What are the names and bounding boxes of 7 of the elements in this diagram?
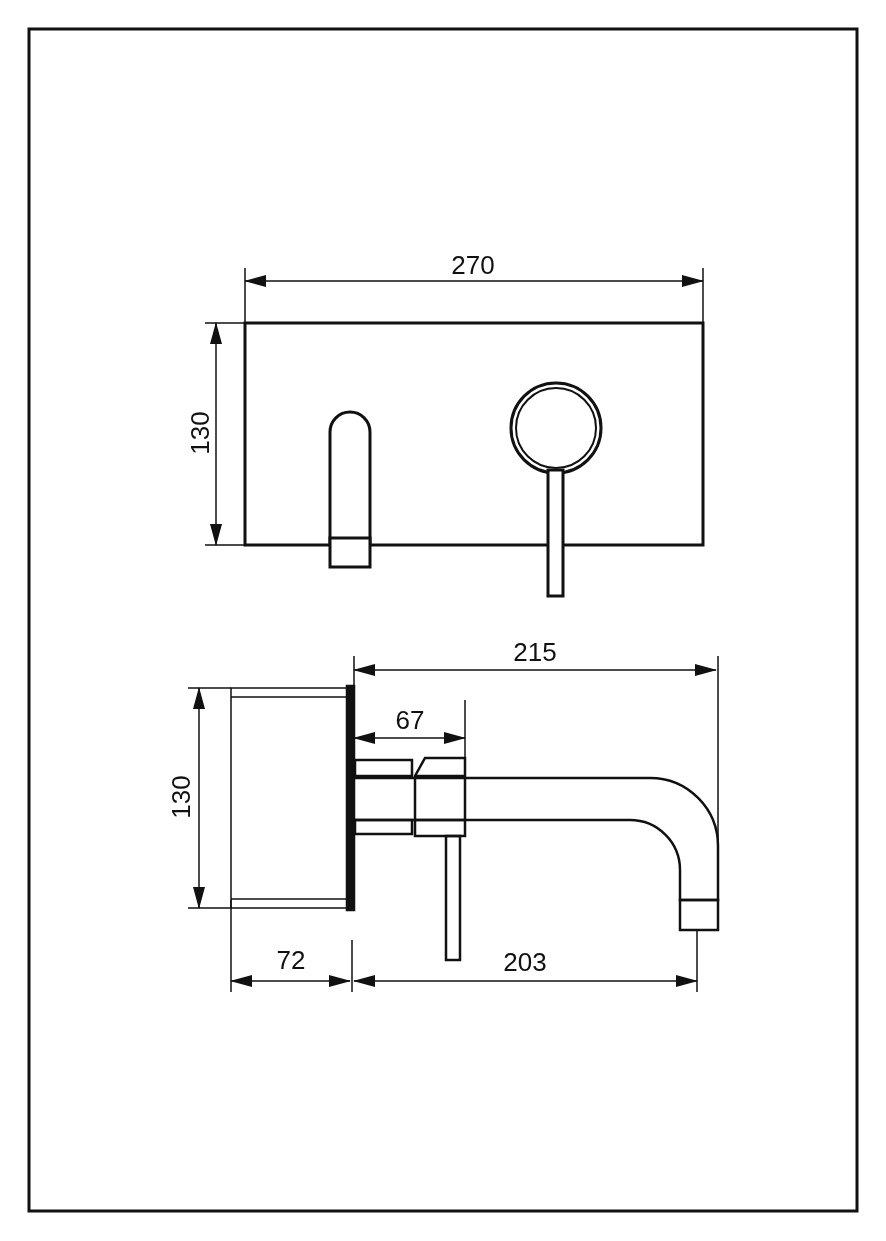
dimension-label: 130 xyxy=(168,775,194,819)
dimension-label: 67 xyxy=(395,707,425,733)
dimension-label: 215 xyxy=(513,639,557,665)
dimension-label: 130 xyxy=(187,411,213,455)
dimension-label: 72 xyxy=(276,947,306,973)
dimension-label: 270 xyxy=(451,252,495,278)
dimension-label: 203 xyxy=(503,949,547,975)
